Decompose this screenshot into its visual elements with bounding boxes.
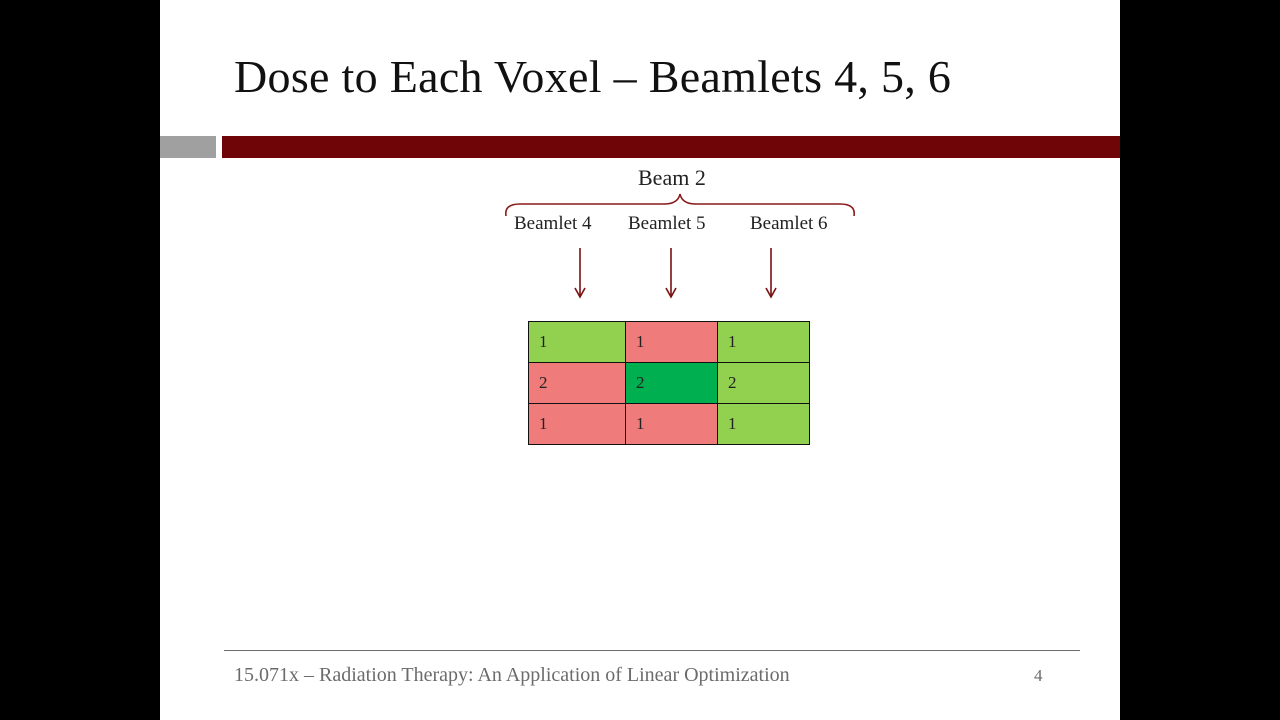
beam-brace: [504, 193, 856, 217]
beamlet-label-6: Beamlet 6: [750, 213, 828, 234]
down-arrow-icon: [574, 248, 586, 299]
beam-label: Beam 2: [638, 165, 706, 190]
title-bar-accent-red: [222, 136, 1120, 158]
voxel-cell: 2: [528, 362, 626, 404]
voxel-cell: 2: [625, 362, 718, 404]
footer-text: 15.071x – Radiation Therapy: An Applicat…: [234, 664, 790, 686]
voxel-cell: 1: [528, 321, 626, 363]
footer-divider: [224, 650, 1080, 651]
voxel-cell: 1: [717, 403, 810, 445]
voxel-cell: 1: [625, 321, 718, 363]
slide: Dose to Each Voxel – Beamlets 4, 5, 6 Be…: [160, 0, 1120, 720]
title-bar-accent-gray: [160, 136, 216, 158]
down-arrow-icon: [665, 248, 677, 299]
voxel-cell: 2: [717, 362, 810, 404]
page-number: 4: [1034, 666, 1043, 685]
down-arrow-icon: [765, 248, 777, 299]
voxel-cell: 1: [717, 321, 810, 363]
voxel-cell: 1: [625, 403, 718, 445]
beamlet-label-5: Beamlet 5: [628, 213, 706, 234]
beamlet-label-4: Beamlet 4: [514, 213, 592, 234]
slide-title: Dose to Each Voxel – Beamlets 4, 5, 6: [234, 51, 952, 102]
voxel-cell: 1: [528, 403, 626, 445]
